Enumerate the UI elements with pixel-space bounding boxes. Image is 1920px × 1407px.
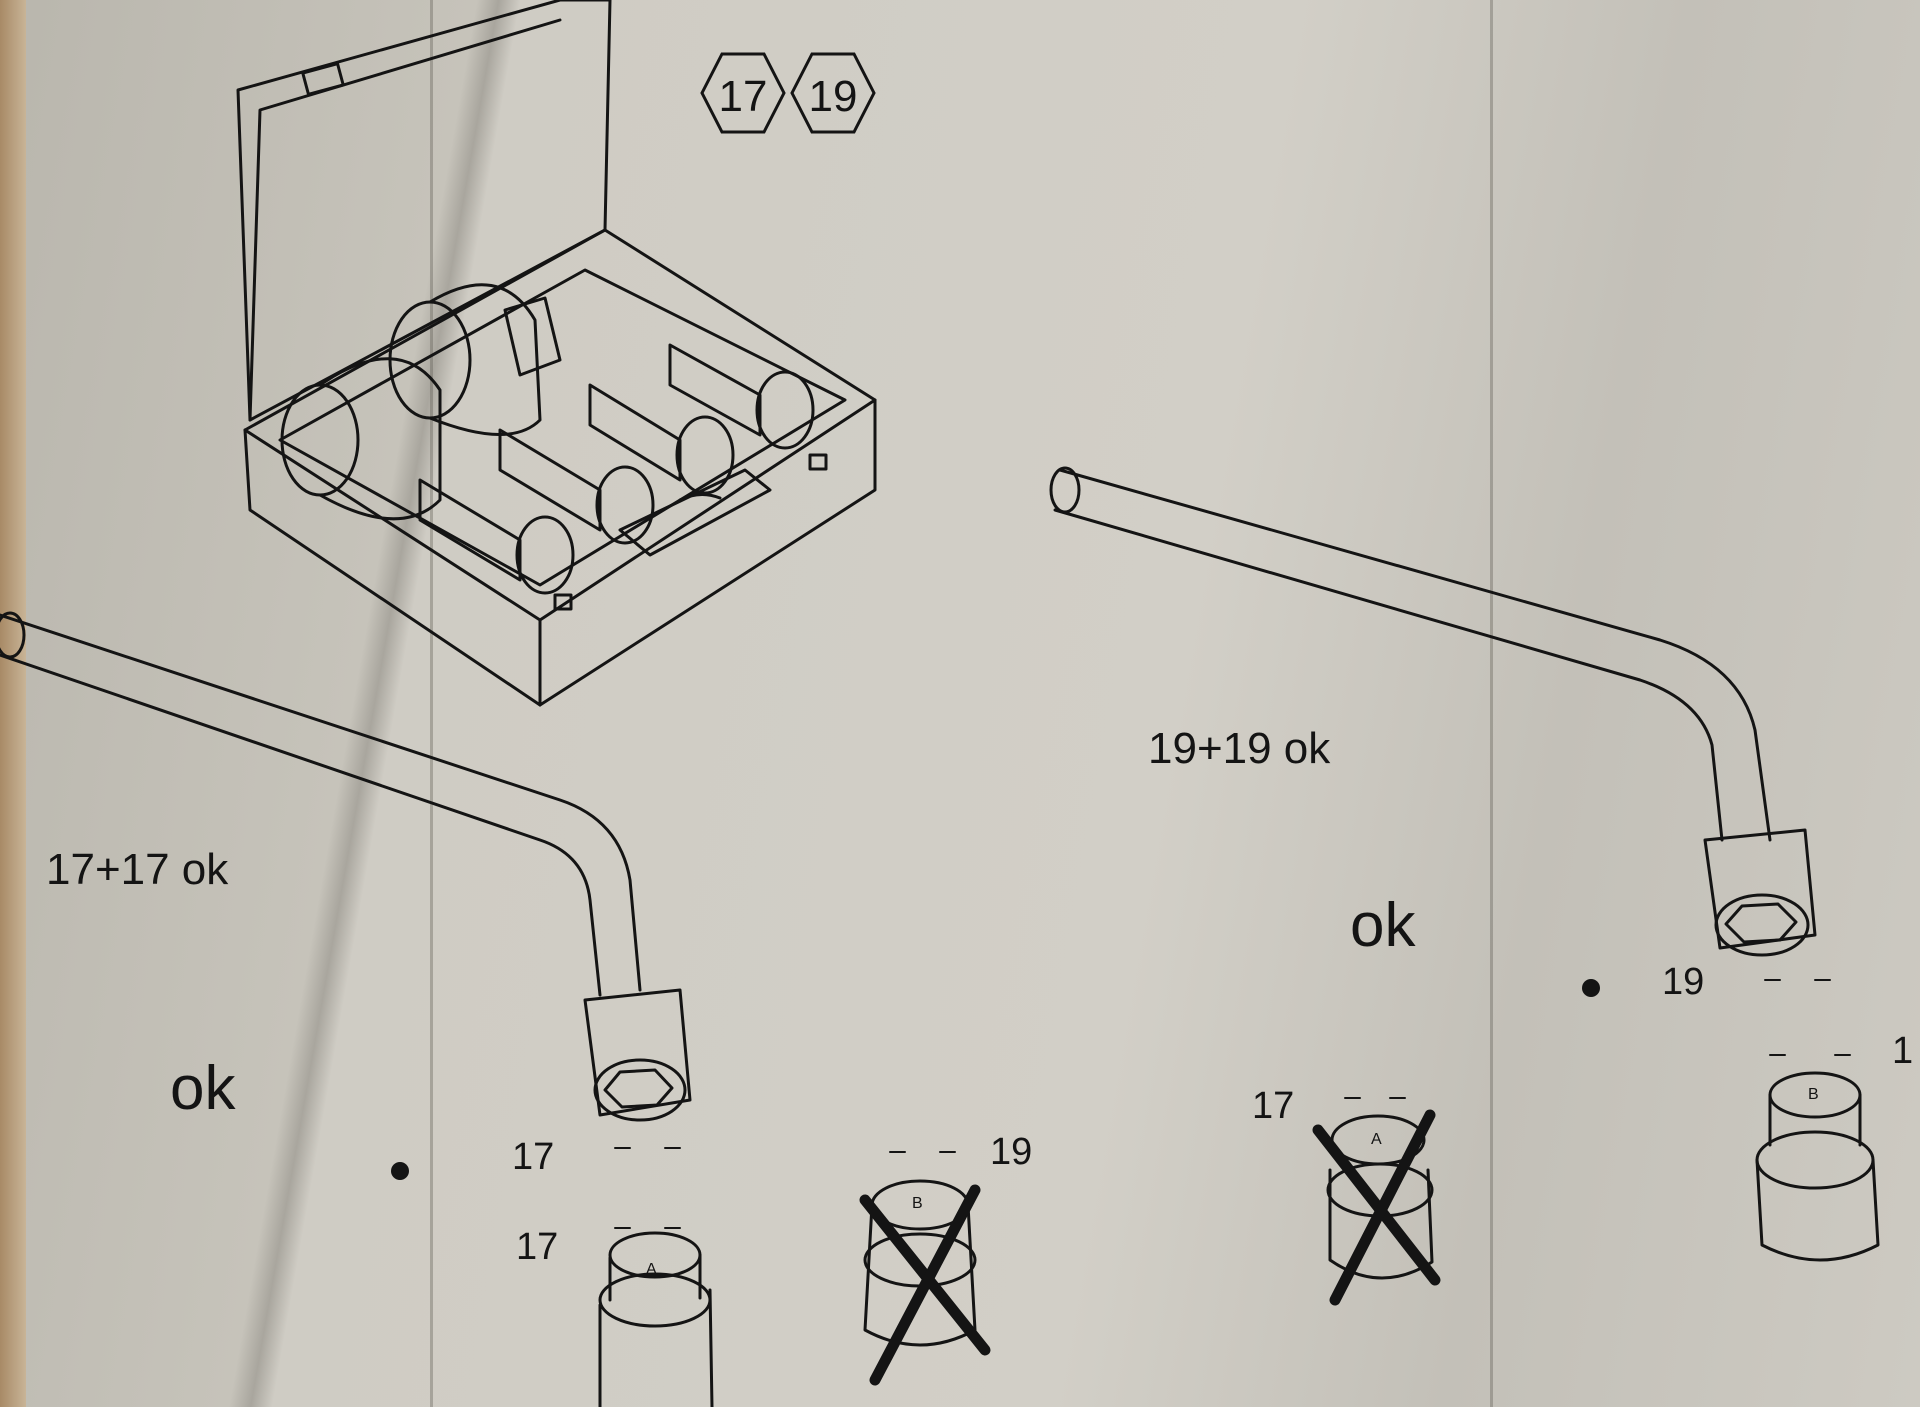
hex-badge-19: 19: [790, 50, 876, 136]
socket-letter: B: [1808, 1086, 1819, 1103]
socket-letter: A: [646, 1261, 657, 1278]
socket-size-label: 17: [1252, 1085, 1295, 1127]
combo-label-17: 17+17 ok: [46, 845, 229, 894]
combo-label-19: 19+19 ok: [1148, 724, 1331, 773]
socket-letter: A: [1371, 1131, 1382, 1148]
socket-size-label: 17: [516, 1226, 559, 1268]
table-edge: [0, 0, 26, 1407]
socket-icon: [598, 1231, 714, 1407]
socket-size-label: 19: [990, 1131, 1033, 1173]
bullet-dot: [391, 1162, 409, 1180]
badge-label: 19: [808, 72, 858, 121]
hex-badge-17: 17: [700, 50, 786, 136]
wrench-icon: [1049, 466, 1817, 957]
fold-line-right: [1490, 0, 1493, 1407]
socket-size-label: 1: [1892, 1030, 1914, 1072]
hex-badge-icon: [700, 52, 786, 134]
socket-letter: B: [912, 1195, 923, 1212]
wrench-size-label: 19: [1662, 961, 1705, 1003]
socket-icon: [1755, 1071, 1880, 1262]
ok-label: ok: [170, 1054, 236, 1123]
cross-mark-icon: [859, 1184, 991, 1386]
badge-label: 17: [718, 72, 768, 121]
hex-badge-icon: [790, 52, 876, 134]
wrench-icon: [0, 611, 692, 1122]
cross-mark-icon: [1312, 1109, 1441, 1306]
bullet-dot: [1582, 979, 1600, 997]
ok-label: ok: [1350, 891, 1416, 960]
fold-line-left: [430, 0, 433, 1407]
toolbox-icon: [236, 0, 877, 707]
wrench-size-label: 17: [512, 1136, 555, 1178]
